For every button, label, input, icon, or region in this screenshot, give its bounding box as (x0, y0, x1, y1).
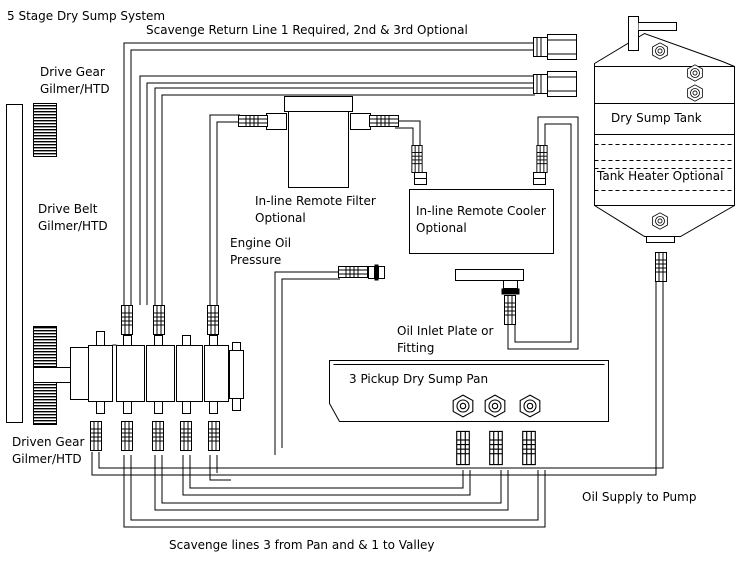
drive-gear (33, 103, 57, 157)
oil-supply-label: Oil Supply to Pump (582, 490, 697, 504)
oil-inlet-plate (455, 269, 524, 326)
dry-sump-tank (594, 16, 735, 282)
pan-label: 3 Pickup Dry Sump Pan (349, 372, 489, 386)
remote-filter (238, 96, 399, 188)
remote-cooler (409, 145, 554, 254)
tank-label: Dry Sump Tank (611, 111, 702, 125)
scavenge-lines-label: Scavenge lines 3 from Pan and & 1 to Val… (169, 538, 435, 552)
return-fittings (533, 34, 577, 97)
scavenge-return-label: Scavenge Return Line 1 Required, 2nd & 3… (146, 23, 468, 37)
oil-pressure-fitting (338, 264, 385, 281)
pump-stack (70, 344, 244, 402)
pump-bottom-fittings (89, 398, 241, 452)
pump-shaft (33, 367, 71, 383)
dry-sump-pan (329, 360, 609, 466)
scavenge-lines (123, 455, 546, 528)
tank-heater-label: Tank Heater Optional (597, 169, 724, 183)
scavenge-return-lines (91, 42, 664, 476)
drive-belt (6, 104, 23, 423)
diagram-title: 5 Stage Dry Sump System (7, 9, 166, 23)
pump-top-fittings (96, 305, 241, 351)
